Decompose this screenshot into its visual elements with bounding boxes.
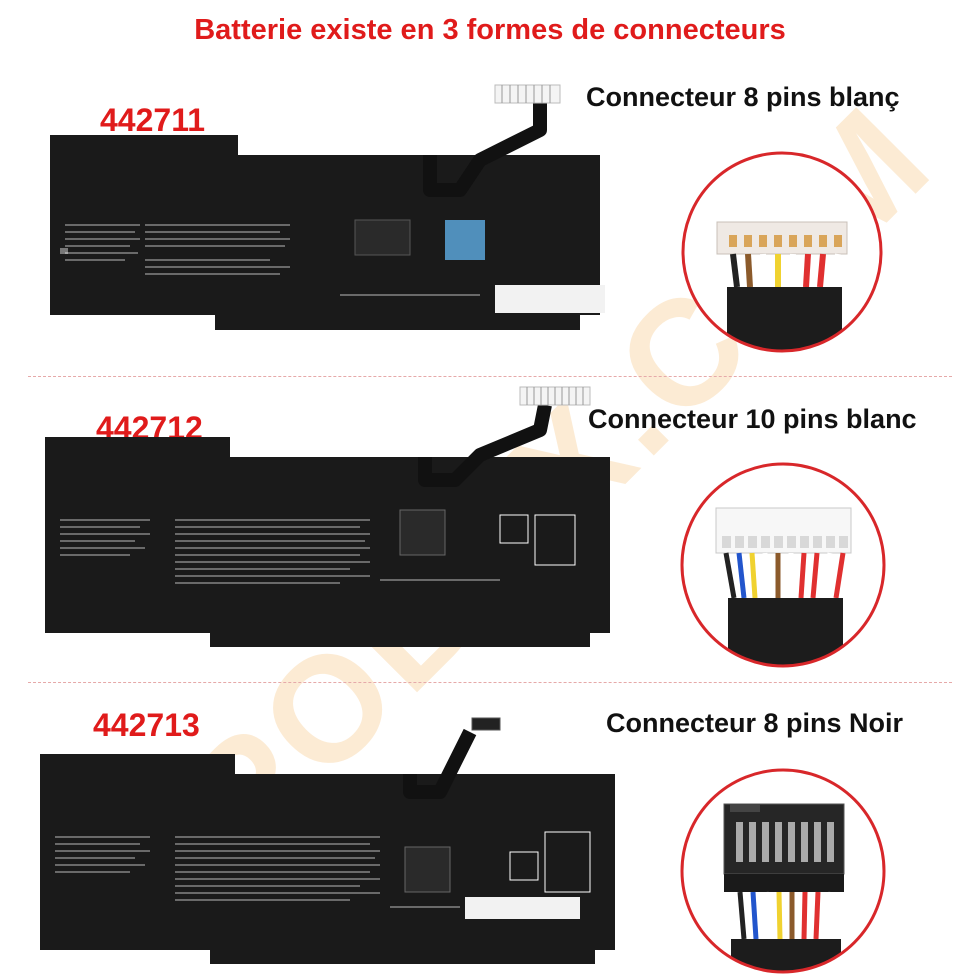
battery-image-2 xyxy=(45,386,610,647)
connector-label-1: Connecteur 8 pins blanç xyxy=(586,82,900,112)
page-title: Batterie existe en 3 formes de connecteu… xyxy=(194,14,786,46)
model-number-1: 442711 xyxy=(100,102,206,138)
battery-image-3 xyxy=(40,717,615,964)
connector-zoom-3 xyxy=(680,768,886,974)
model-number-3: 442713 xyxy=(93,707,200,743)
connector-label-3: Connecteur 8 pins Noir xyxy=(606,708,904,738)
section-divider xyxy=(28,376,952,377)
battery-image-1 xyxy=(50,84,605,330)
connector-zoom-2 xyxy=(680,462,886,668)
connector-zoom-1 xyxy=(681,151,883,353)
section-divider xyxy=(28,682,952,683)
connector-label-2: Connecteur 10 pins blanc xyxy=(588,404,917,434)
